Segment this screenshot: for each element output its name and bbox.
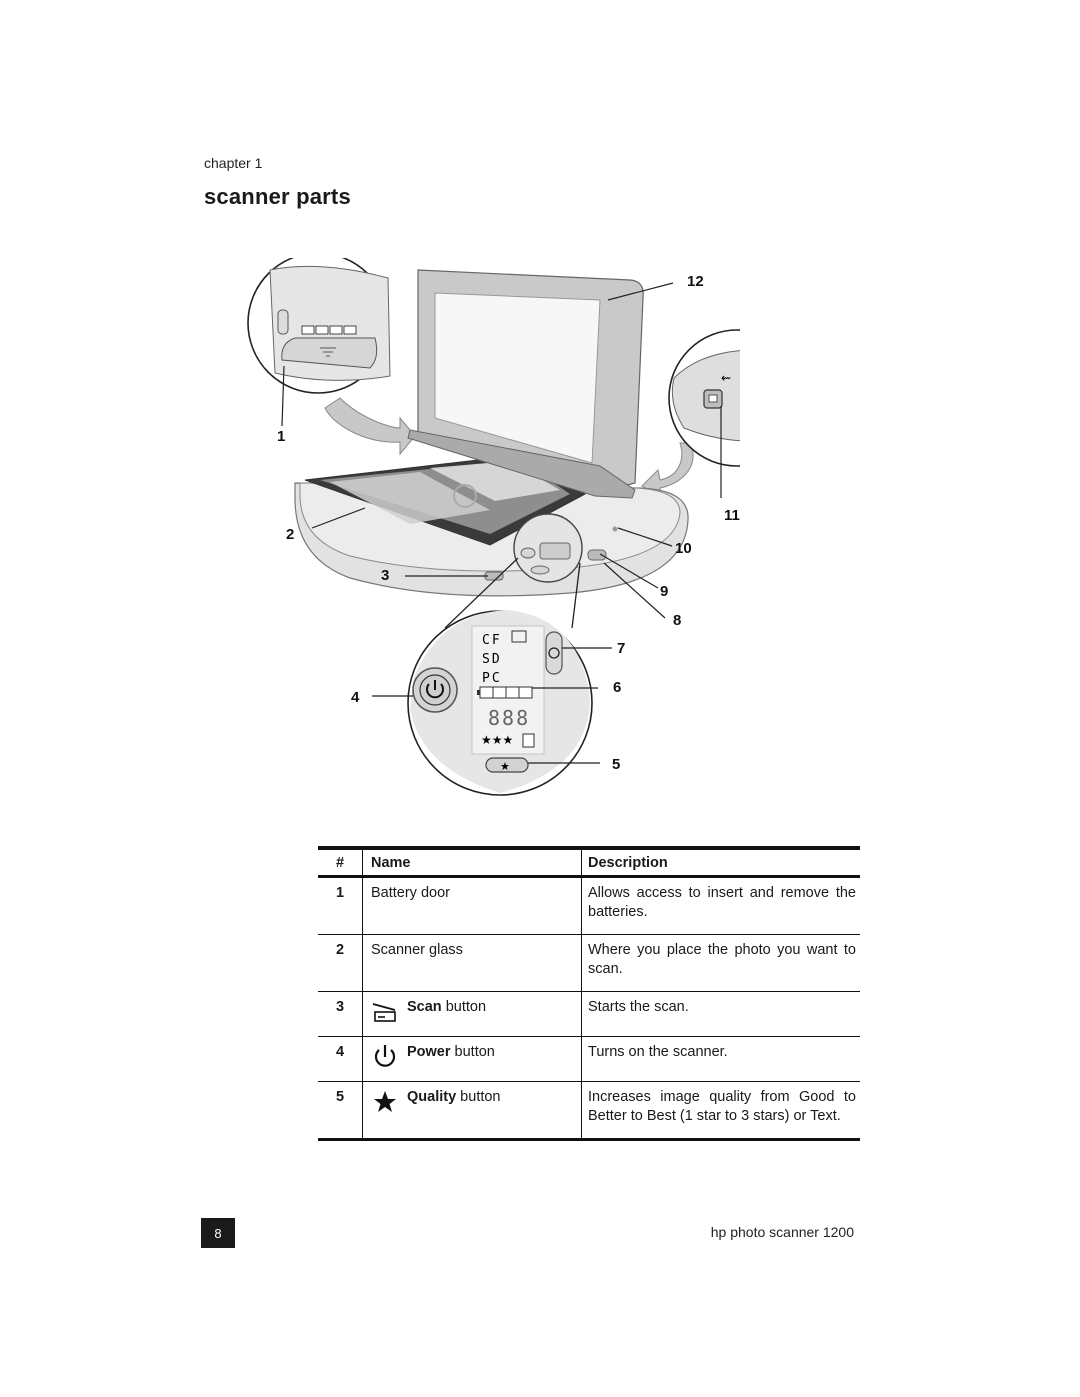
row-name: Battery door xyxy=(362,876,582,935)
status-light xyxy=(612,526,618,532)
panel-display-shape xyxy=(539,542,571,560)
memory-slot-shape xyxy=(587,549,607,561)
power-icon xyxy=(426,683,444,699)
lcd-digits: 888 xyxy=(488,706,530,730)
panel-button-shape xyxy=(520,547,536,559)
clear-icon xyxy=(548,647,560,659)
callout-8: 8 xyxy=(673,612,681,629)
row-name: Scan button xyxy=(362,991,582,1037)
battery-level-icon xyxy=(477,686,533,699)
callout-11: 11 xyxy=(724,507,740,524)
quality-label-suffix: button xyxy=(456,1089,501,1105)
callout-7: 7 xyxy=(617,640,625,657)
callout-10: 10 xyxy=(675,540,692,557)
table-row: 3 Scan button Starts the scan. xyxy=(318,991,860,1037)
footer-product-name: hp photo scanner 1200 xyxy=(710,1224,854,1240)
usb-port-slot xyxy=(708,394,718,403)
row-name: Quality button xyxy=(362,1081,582,1141)
zoom-connector-line xyxy=(571,562,581,629)
usb-symbol-icon: ⇜ xyxy=(721,371,731,385)
row-description: Allows access to insert and remove the b… xyxy=(581,876,860,935)
scan-label: Scan xyxy=(407,999,442,1015)
lid-inner xyxy=(434,292,601,464)
hp-logo-icon xyxy=(453,484,477,508)
callout-4: 4 xyxy=(351,689,360,706)
row-description: Increases image quality from Good to Bet… xyxy=(581,1081,860,1141)
row-num: 5 xyxy=(318,1081,363,1141)
row-num: 2 xyxy=(318,934,363,992)
battery-compartment-icon xyxy=(301,325,357,335)
text-mode-icon xyxy=(522,733,535,748)
power-icon xyxy=(374,1045,396,1067)
arrow-shape xyxy=(641,442,694,500)
callout-2: 2 xyxy=(286,526,294,543)
zoom-connector-line xyxy=(444,557,519,629)
glass-highlight xyxy=(430,461,560,501)
row-description: Starts the scan. xyxy=(581,991,860,1037)
callout-line xyxy=(311,507,366,529)
lcd-stars: ★★★ xyxy=(481,733,513,747)
page-title: scanner parts xyxy=(204,184,351,209)
row-name: Scanner glass xyxy=(362,934,582,992)
parts-table: # Name Description 1 Battery door Allows… xyxy=(318,846,860,1141)
chapter-label: chapter 1 xyxy=(204,155,263,171)
row-num: 1 xyxy=(318,876,363,935)
callout-line xyxy=(281,365,285,427)
power-label: Power xyxy=(407,1044,451,1060)
callout-1: 1 xyxy=(277,428,285,445)
battery-door-latch xyxy=(277,309,289,335)
lid-hinge xyxy=(407,429,636,499)
table-header-row: # Name Description xyxy=(318,846,860,878)
table-row: 1 Battery door Allows access to insert a… xyxy=(318,876,860,935)
callout-12: 12 xyxy=(687,273,704,290)
scan-label-suffix: button xyxy=(441,999,487,1015)
panel-button-shape xyxy=(530,565,550,575)
power-label-suffix: button xyxy=(450,1044,495,1060)
callout-3: 3 xyxy=(381,567,389,584)
scanner-diagram: ⇜ CF SD PC 888 ★★★ ★ xyxy=(240,258,740,798)
callout-6: 6 xyxy=(613,679,621,696)
arrow-shape xyxy=(324,397,416,456)
lcd-cf-label: CF xyxy=(482,633,502,648)
scanner-illustration: ⇜ CF SD PC 888 ★★★ ★ xyxy=(247,258,740,796)
lcd-sd-label: SD xyxy=(482,652,502,667)
callout-line xyxy=(607,282,674,301)
header-description: Description xyxy=(581,846,860,878)
table-row: 5 Quality button Increases image quality… xyxy=(318,1081,860,1141)
header-num: # xyxy=(318,846,363,878)
row-num: 4 xyxy=(318,1036,363,1082)
table-row: 2 Scanner glass Where you place the phot… xyxy=(318,934,860,992)
header-name: Name xyxy=(362,846,582,878)
callout-5: 5 xyxy=(612,756,620,773)
callout-line xyxy=(617,527,673,547)
callout-line xyxy=(599,553,659,589)
callout-9: 9 xyxy=(660,583,668,600)
page-number: 8 xyxy=(201,1218,235,1248)
row-name: Power button xyxy=(362,1036,582,1082)
callout-line xyxy=(603,562,666,619)
row-description: Turns on the scanner. xyxy=(581,1036,860,1082)
scan-icon xyxy=(372,1003,396,1022)
battery-door-shape xyxy=(281,337,378,369)
button-7-shape xyxy=(545,631,563,675)
star-icon xyxy=(374,1091,396,1112)
row-description: Where you place the photo you want to sc… xyxy=(581,934,860,992)
row-num: 3 xyxy=(318,991,363,1037)
photo-icon xyxy=(511,630,527,643)
quality-star-icon: ★ xyxy=(500,760,510,773)
glass-highlight xyxy=(330,472,490,524)
quality-button-shape xyxy=(485,757,529,773)
table-row: 4 Power button Turns on the scanner. xyxy=(318,1036,860,1082)
quality-label: Quality xyxy=(407,1089,457,1105)
lcd-pc-label: PC xyxy=(482,671,502,686)
